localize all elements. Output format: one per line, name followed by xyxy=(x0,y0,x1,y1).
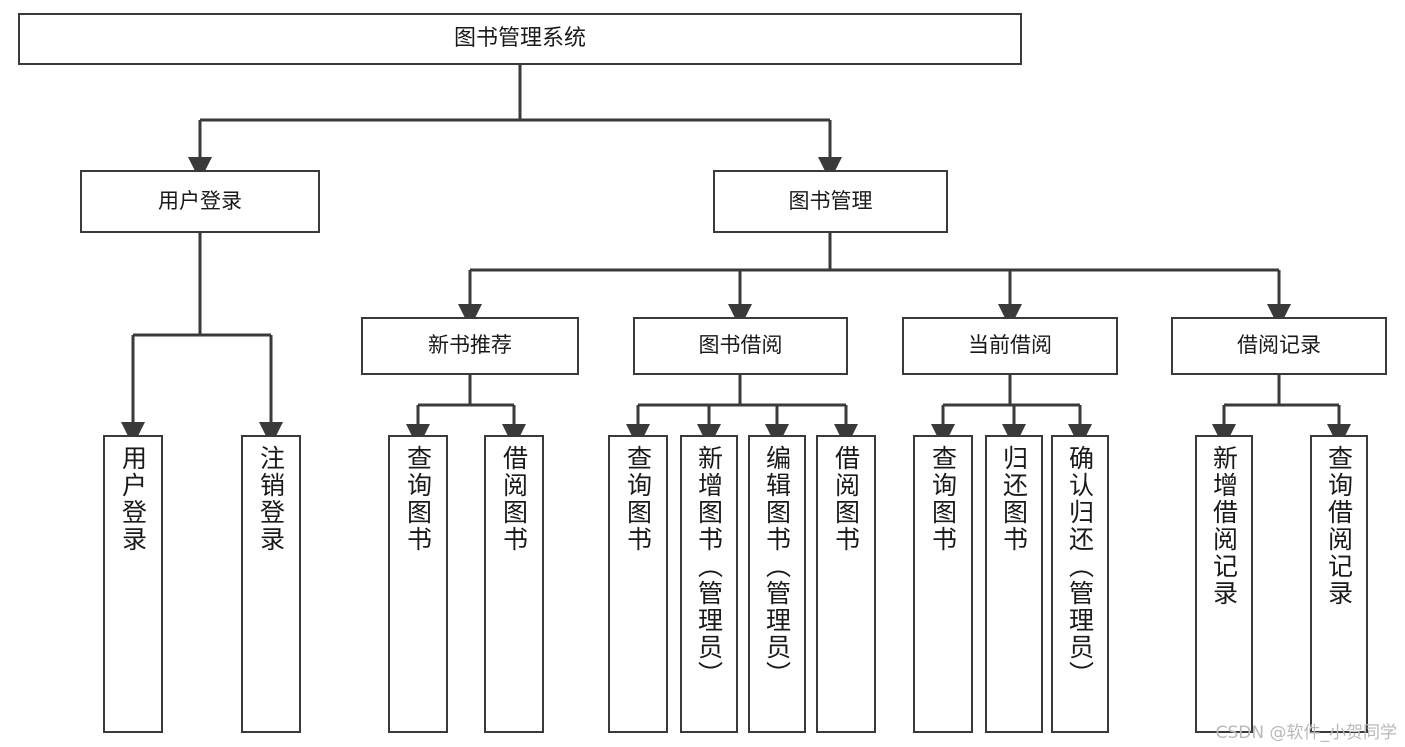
node-book-borrow[interactable]: 图书借阅 xyxy=(633,317,848,375)
node-current-borrow[interactable]: 当前借阅 xyxy=(902,317,1118,375)
node-leaf-query-borrow-record-label: 查询借阅记录 xyxy=(1324,445,1354,607)
node-leaf-query-book-borrow-label: 查询图书 xyxy=(623,445,653,553)
node-leaf-add-borrow-record[interactable]: 新增借阅记录 xyxy=(1195,435,1253,733)
node-leaf-edit-book[interactable]: 编辑图书（管理员） xyxy=(748,435,806,733)
node-leaf-add-book[interactable]: 新增图书（管理员） xyxy=(680,435,738,733)
node-new-book-recommend[interactable]: 新书推荐 xyxy=(361,317,579,375)
node-root[interactable]: 图书管理系统 xyxy=(18,13,1022,65)
node-new-book-recommend-label: 新书推荐 xyxy=(428,333,512,358)
node-leaf-return-book[interactable]: 归还图书 xyxy=(985,435,1043,733)
node-leaf-borrow-book-label: 借阅图书 xyxy=(831,445,861,553)
node-leaf-borrow-book[interactable]: 借阅图书 xyxy=(816,435,876,733)
node-leaf-logout[interactable]: 注销登录 xyxy=(241,435,301,733)
node-leaf-edit-book-label: 编辑图书（管理员） xyxy=(762,445,792,688)
node-leaf-confirm-return-label: 确认归还（管理员） xyxy=(1065,445,1095,688)
node-book-borrow-label: 图书借阅 xyxy=(698,333,783,358)
node-leaf-query-book-current[interactable]: 查询图书 xyxy=(913,435,973,733)
node-leaf-query-book-recommend[interactable]: 查询图书 xyxy=(388,435,448,733)
node-borrow-record[interactable]: 借阅记录 xyxy=(1171,317,1387,375)
node-borrow-record-label: 借阅记录 xyxy=(1237,333,1321,358)
node-current-borrow-label: 当前借阅 xyxy=(968,333,1052,358)
node-book-manage-label: 图书管理 xyxy=(788,188,873,213)
node-leaf-user-login-label: 用户登录 xyxy=(118,445,148,553)
node-user-login[interactable]: 用户登录 xyxy=(80,170,320,233)
node-leaf-logout-label: 注销登录 xyxy=(256,445,286,553)
node-leaf-query-book-recommend-label: 查询图书 xyxy=(403,445,433,553)
node-book-manage[interactable]: 图书管理 xyxy=(713,170,948,233)
watermark-text: CSDN @软件_小贺同学 xyxy=(1215,723,1397,743)
node-leaf-add-borrow-record-label: 新增借阅记录 xyxy=(1209,445,1239,607)
node-leaf-query-book-borrow[interactable]: 查询图书 xyxy=(608,435,668,733)
node-leaf-return-book-label: 归还图书 xyxy=(999,445,1029,553)
node-leaf-confirm-return[interactable]: 确认归还（管理员） xyxy=(1051,435,1109,733)
node-leaf-query-book-current-label: 查询图书 xyxy=(928,445,958,553)
node-leaf-borrow-book-recommend[interactable]: 借阅图书 xyxy=(484,435,544,733)
node-leaf-add-book-label: 新增图书（管理员） xyxy=(694,445,724,688)
node-leaf-query-borrow-record[interactable]: 查询借阅记录 xyxy=(1310,435,1368,733)
node-root-label: 图书管理系统 xyxy=(453,25,586,51)
node-leaf-borrow-book-recommend-label: 借阅图书 xyxy=(499,445,529,553)
node-leaf-user-login[interactable]: 用户登录 xyxy=(103,435,163,733)
node-user-login-label: 用户登录 xyxy=(158,188,242,213)
